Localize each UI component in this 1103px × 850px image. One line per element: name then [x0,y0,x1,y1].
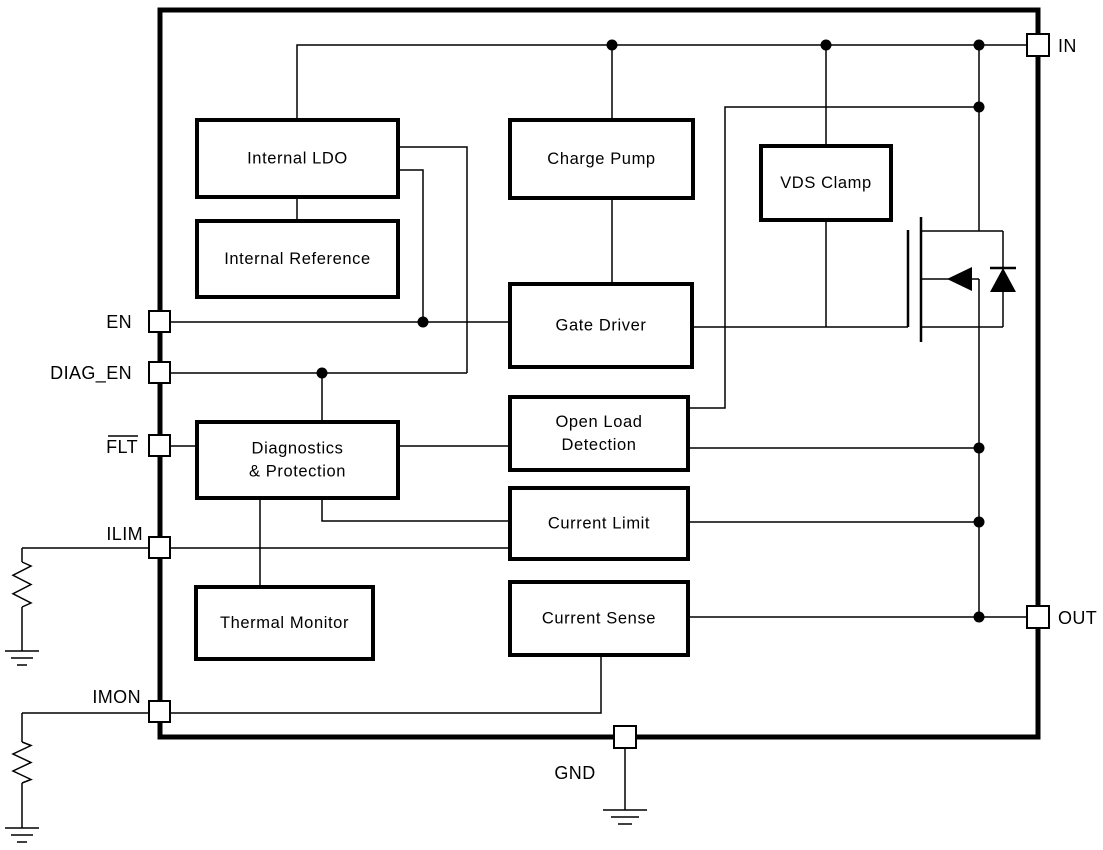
pin-imon-square [148,700,171,723]
junction-dot [973,442,985,454]
block-vds-clamp-label: VDS Clamp [780,174,872,192]
block-current-limit-label: Current Limit [548,515,650,533]
junction-dot [606,39,618,51]
pin-en-square [148,310,171,333]
block-open-load-detection-label-line2: Detection [561,436,636,454]
wire-out-net [688,279,1027,618]
block-internal-ldo-box [195,118,400,199]
wire-gate-drive [692,220,908,328]
block-current-sense: Current Sense [508,580,690,657]
block-internal-reference-label: Internal Reference [224,250,371,268]
block-charge-pump-label: Charge Pump [547,150,655,168]
block-current-limit-box [508,486,690,561]
block-internal-ldo-label: Internal LDO [247,150,348,168]
pin-flt: FLT [106,434,171,457]
pin-gnd-label: GND [554,763,595,783]
pin-ilim-label: ILIM [106,524,143,544]
pin-out: OUT [1026,605,1097,629]
block-charge-pump: Charge Pump [508,118,695,200]
pin-imon: IMON [92,687,171,723]
block-open-load-detection-box [508,395,690,472]
block-vds-clamp: VDS Clamp [759,144,893,222]
block-open-load-detection: Open Load Detection [508,395,690,472]
junction-dots [316,39,985,623]
block-current-sense-box [508,580,690,657]
ilim-resistor [11,561,33,608]
block-thermal-monitor-box [194,585,375,661]
junction-dot [316,367,328,379]
wires [21,44,1027,828]
block-diagnostics-protection-label-line2: & Protection [249,463,346,481]
imon-resistor [11,741,33,784]
wire-in-supply-bus [296,44,1027,231]
block-internal-reference: Internal Reference [195,219,400,299]
gnd-ground-icon [603,809,647,825]
pin-diag-en-label: DIAG_EN [50,363,132,384]
pin-imon-label: IMON [92,687,141,707]
block-internal-ldo: Internal LDO [195,118,400,199]
block-open-load-detection-label-line1: Open Load [555,413,642,431]
pin-diag-en: DIAG_EN [50,361,171,384]
pin-in: IN [1026,33,1077,57]
block-gate-driver-label: Gate Driver [556,317,647,335]
pin-flt-square [148,434,171,457]
block-gate-driver-box [508,282,694,369]
wire-diagnostics-to-current-limit [321,498,510,522]
junction-dot [973,516,985,528]
block-vds-clamp-box [759,144,893,222]
wire-drain-sense-to-open-load [688,106,979,409]
block-diagnostics-protection-label-line1: Diagnostics [252,440,344,458]
block-thermal-monitor-label: Thermal Monitor [220,614,349,632]
pin-flt-label: FLT [106,437,138,457]
block-gate-driver: Gate Driver [508,282,694,369]
junction-dot [973,611,985,623]
pin-en-label: EN [106,312,132,332]
mosfet-body-arrow [947,267,972,291]
block-current-sense-label: Current Sense [542,610,656,628]
pin-out-square [1026,605,1050,629]
block-charge-pump-box [508,118,695,200]
pin-ilim-square [148,536,171,559]
block-diagnostics-protection-box [195,420,400,500]
wire-imon [21,655,602,828]
pin-gnd: GND [554,725,637,783]
mosfet-icon [906,217,1016,342]
block-thermal-monitor: Thermal Monitor [194,585,375,661]
junction-dot [820,39,832,51]
junction-dot [417,316,429,328]
wire-ilim [21,547,510,651]
pin-gnd-square [613,725,637,749]
pin-out-label: OUT [1058,608,1097,628]
block-internal-reference-box [195,219,400,299]
junction-dot [973,101,985,113]
wire-en-net [170,169,510,323]
pin-diag-en-square [148,361,171,384]
junction-dot [973,39,985,51]
block-current-limit: Current Limit [508,486,690,561]
pin-en: EN [106,310,171,333]
pin-ilim: ILIM [106,524,171,559]
pin-in-square [1026,33,1050,57]
block-diagnostics-protection: Diagnostics & Protection [195,420,400,500]
pin-in-label: IN [1058,36,1077,56]
imon-ground-icon [5,827,39,843]
body-diode-triangle [990,268,1016,292]
ilim-ground-icon [5,650,39,666]
